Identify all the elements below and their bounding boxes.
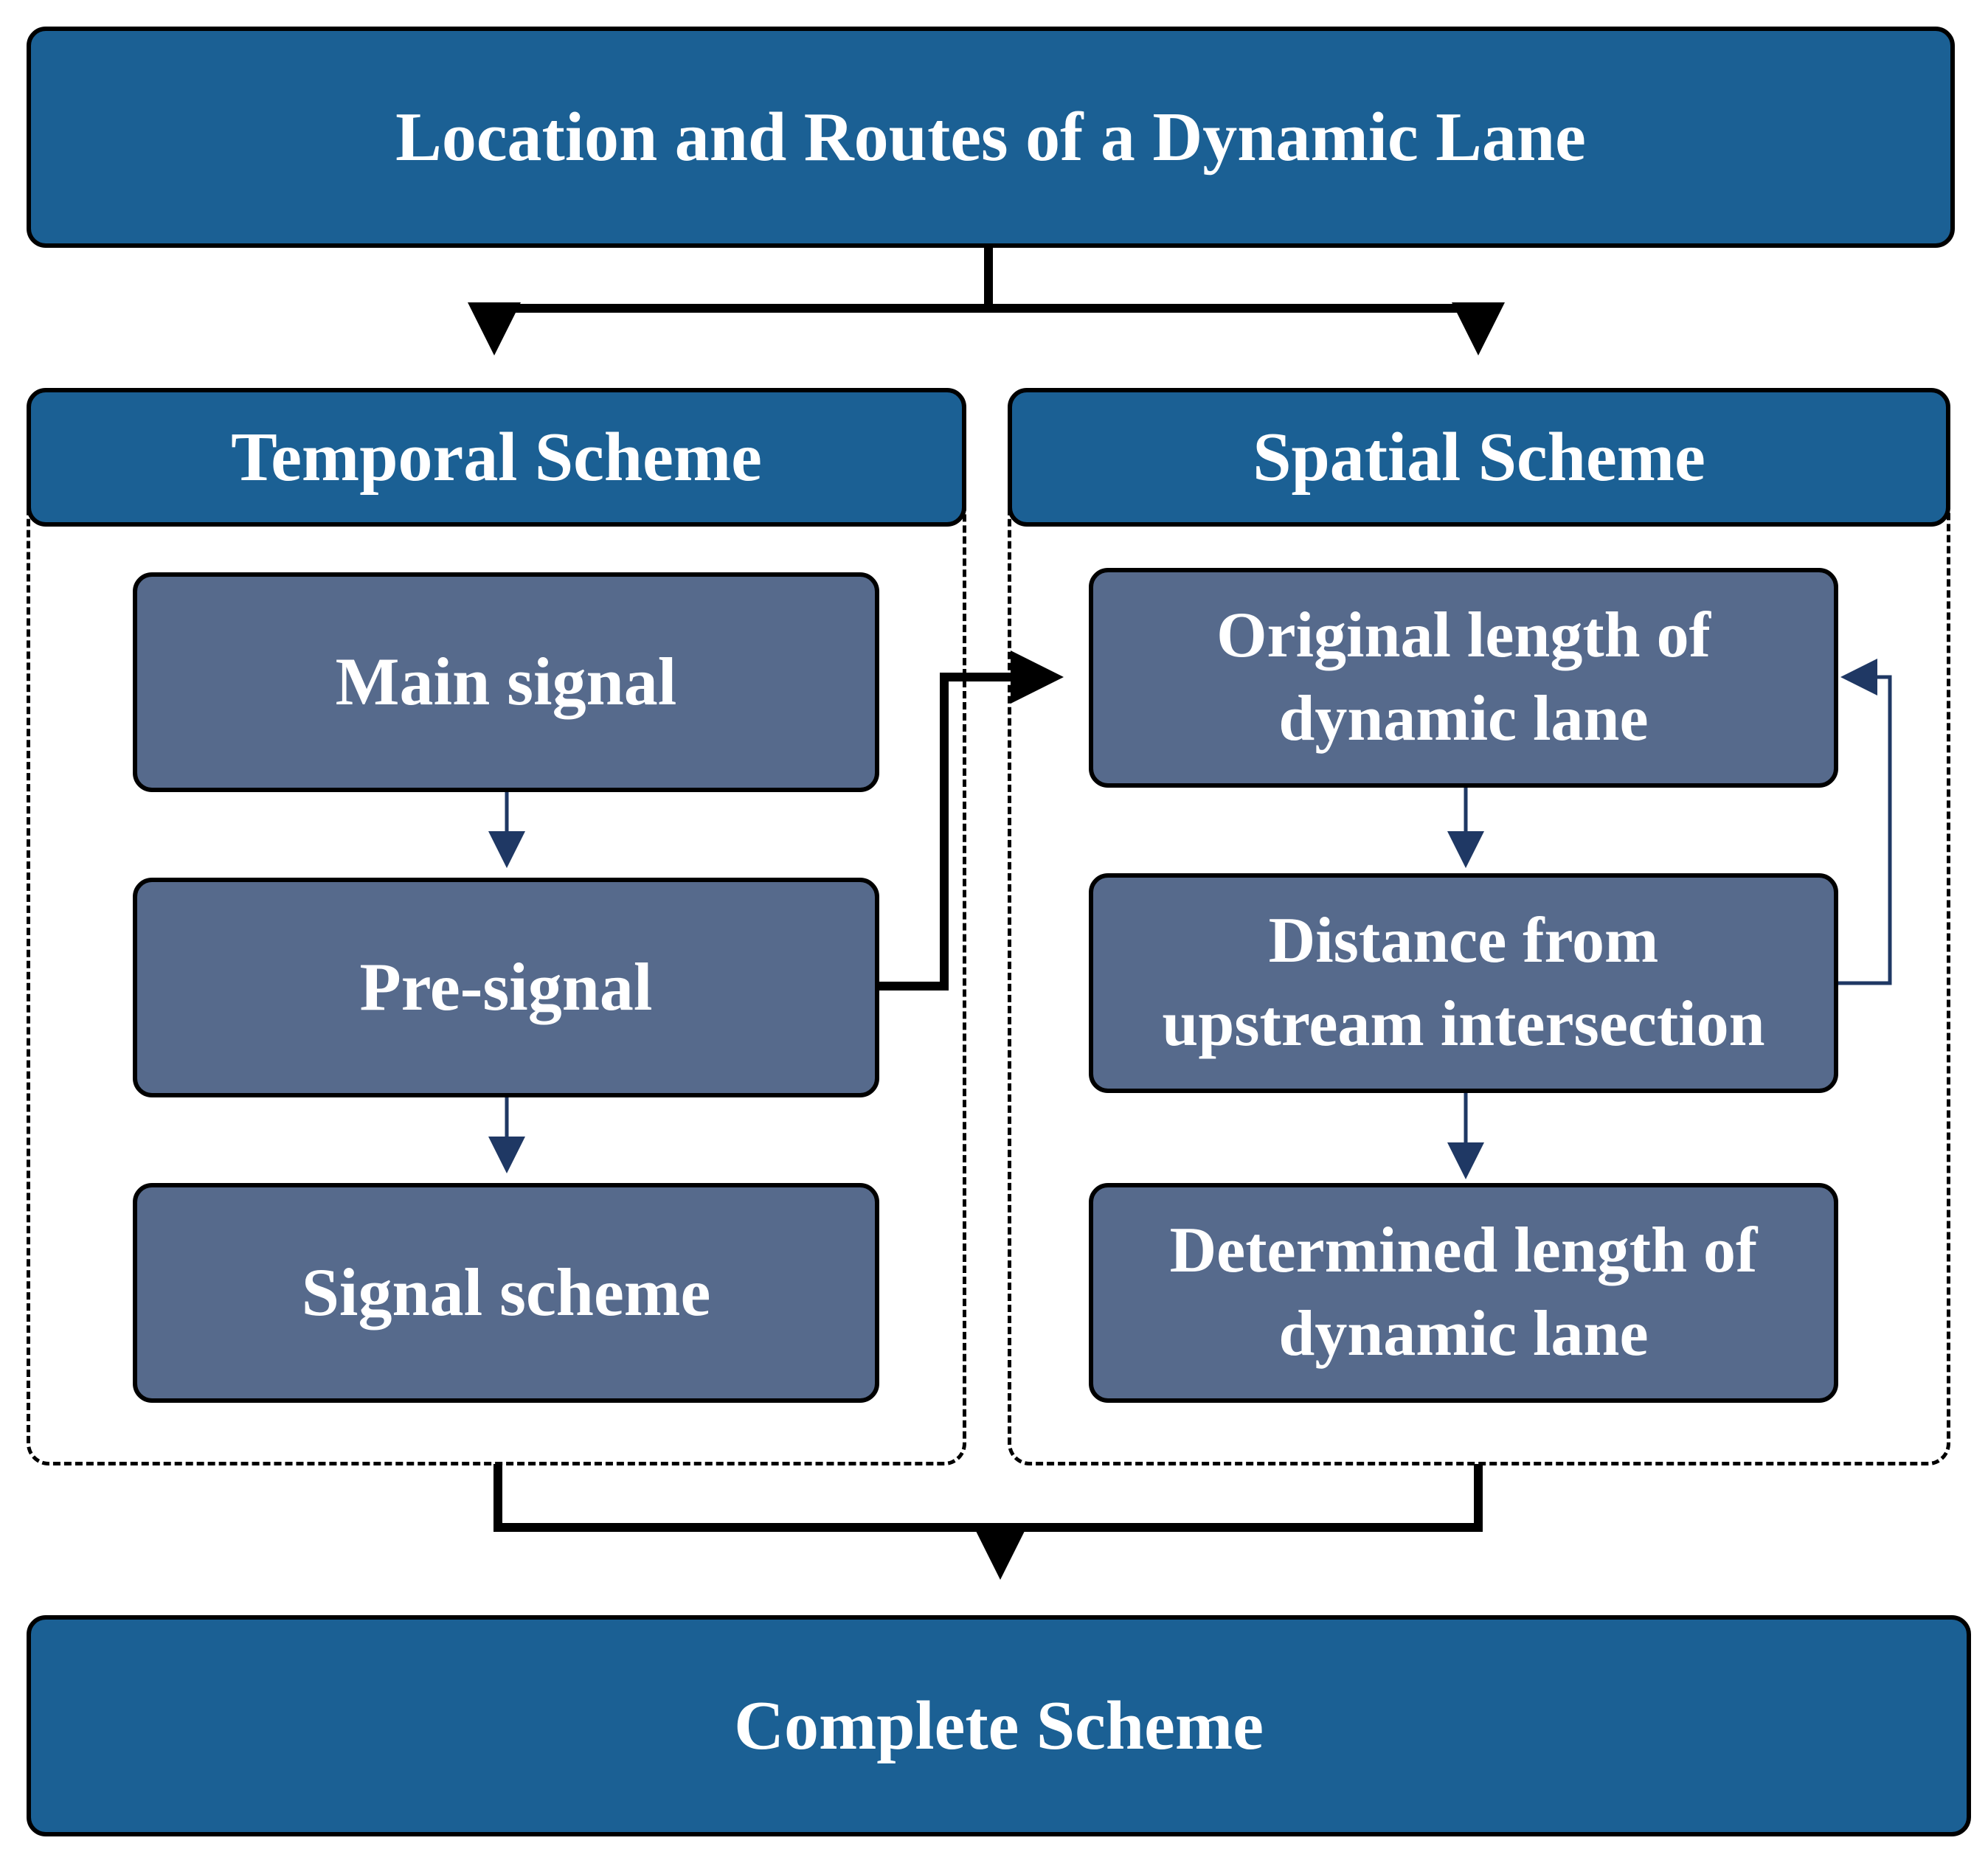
original-length-line2: dynamic lane bbox=[1278, 683, 1649, 754]
distance-upstream-line2: upstream intersection bbox=[1162, 988, 1765, 1060]
feedback-loop-arrow bbox=[1836, 659, 1892, 985]
complete-scheme-box: Complete Scheme bbox=[27, 1615, 1971, 1836]
location-routes-box: Location and Routes of a Dynamic Lane bbox=[27, 27, 1955, 248]
location-routes-label: Location and Routes of a Dynamic Lane bbox=[395, 98, 1586, 176]
signal-scheme-label: Signal scheme bbox=[301, 1255, 711, 1331]
pre-signal-label: Pre-signal bbox=[359, 949, 653, 1025]
main-signal-label: Main signal bbox=[335, 644, 677, 720]
distance-upstream-box: Distance from upstream intersection bbox=[1089, 873, 1838, 1093]
main-signal-box: Main signal bbox=[133, 572, 879, 792]
determined-length-box: Determined length of dynamic lane bbox=[1089, 1183, 1838, 1403]
temporal-scheme-header: Temporal Scheme bbox=[27, 388, 966, 527]
split-connector-right bbox=[988, 302, 1505, 355]
complete-scheme-label: Complete Scheme bbox=[734, 1687, 1264, 1764]
split-connector bbox=[468, 243, 993, 355]
signal-scheme-box: Signal scheme bbox=[133, 1183, 879, 1403]
distance-upstream-line1: Distance from bbox=[1268, 905, 1659, 977]
determined-length-line2: dynamic lane bbox=[1278, 1298, 1649, 1370]
spatial-scheme-header: Spatial Scheme bbox=[1008, 388, 1950, 527]
spatial-scheme-label: Spatial Scheme bbox=[1253, 418, 1705, 496]
temporal-scheme-label: Temporal Scheme bbox=[231, 418, 762, 496]
original-length-box: Original length of dynamic lane bbox=[1089, 568, 1838, 788]
determined-length-line1: Determined length of bbox=[1169, 1215, 1758, 1287]
arrow-pre-to-original-length bbox=[878, 651, 1064, 991]
original-length-line1: Original length of bbox=[1216, 600, 1711, 672]
pre-signal-box: Pre-signal bbox=[133, 878, 879, 1097]
merge-connector bbox=[493, 1464, 1483, 1532]
